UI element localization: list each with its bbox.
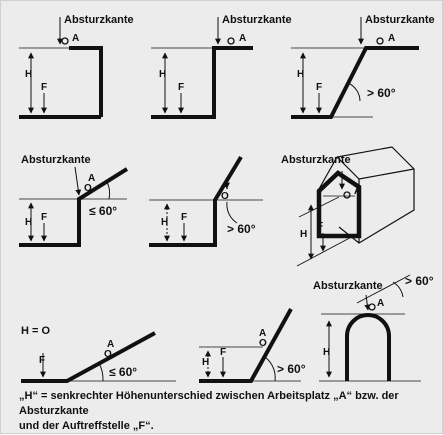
panel-h-zero: H = O F A O ≤ 60° — [21, 325, 176, 383]
label-o: O — [259, 338, 267, 349]
edge-label: Absturzkante — [313, 280, 383, 292]
label-h: H — [25, 217, 32, 228]
panel-vertical-drop-1: Absturzkante A H F — [19, 14, 134, 119]
label-a: A — [88, 173, 95, 184]
panel-wall-roof-gt60: A O H F > 60° — [149, 155, 263, 247]
label-h: H — [323, 347, 330, 358]
label-a: A — [377, 298, 384, 309]
label-a: A — [354, 186, 361, 197]
label-a: A — [107, 339, 114, 350]
panel-vertical-drop-2: Absturzkante A H F — [151, 14, 292, 119]
label-gt60: > 60° — [405, 274, 434, 288]
label-f: F — [41, 212, 47, 223]
label-h: H — [297, 69, 304, 80]
panel-arch: Absturzkante A > 60° H — [313, 274, 434, 382]
panel-isometric-building: Absturzkante A H F — [281, 146, 415, 267]
label-le60: ≤ 60° — [89, 204, 117, 218]
worker-circle — [61, 37, 69, 45]
label-f: F — [220, 347, 226, 358]
label-a: A — [221, 181, 228, 192]
caption: „H“ = senkrechter Höhenunterschied zwisc… — [19, 389, 434, 434]
panel-steep-slope: Absturzkante A H F > 60° — [291, 14, 435, 119]
label-h: H — [161, 217, 168, 228]
label-f: F — [178, 82, 184, 93]
caption-line-1: „H“ = senkrechter Höhenunterschied zwisc… — [19, 390, 399, 417]
label-le60: ≤ 60° — [109, 365, 137, 379]
label-h0: H = O — [21, 325, 50, 337]
label-a: A — [72, 33, 79, 44]
label-gt60: > 60° — [277, 362, 306, 376]
label-o: O — [84, 183, 92, 194]
label-h: H — [159, 69, 166, 80]
label-h: H — [25, 69, 32, 80]
edge-label: Absturzkante — [222, 14, 292, 26]
label-h: H — [300, 229, 307, 240]
label-gt60: > 60° — [367, 86, 396, 100]
panel-slope-gt60: A O H F > 60° — [199, 308, 306, 383]
edge-label: Absturzkante — [365, 14, 435, 26]
panel-wall-roof-le60: Absturzkante A O H F ≤ 60° — [19, 154, 129, 247]
label-f: F — [181, 212, 187, 223]
label-f: F — [317, 221, 323, 232]
label-f: F — [39, 355, 45, 366]
label-o: O — [104, 349, 112, 360]
edge-label: Absturzkante — [64, 14, 134, 26]
label-h: H — [202, 357, 209, 368]
label-a: A — [388, 33, 395, 44]
label-o: O — [221, 191, 229, 202]
caption-line-2: und der Auftreffstelle „F“. — [19, 420, 154, 432]
edge-label: Absturzkante — [21, 154, 91, 166]
label-f: F — [41, 82, 47, 93]
label-f: F — [316, 82, 322, 93]
label-a: A — [239, 33, 246, 44]
label-gt60: > 60° — [227, 222, 256, 236]
label-a: A — [259, 328, 266, 339]
